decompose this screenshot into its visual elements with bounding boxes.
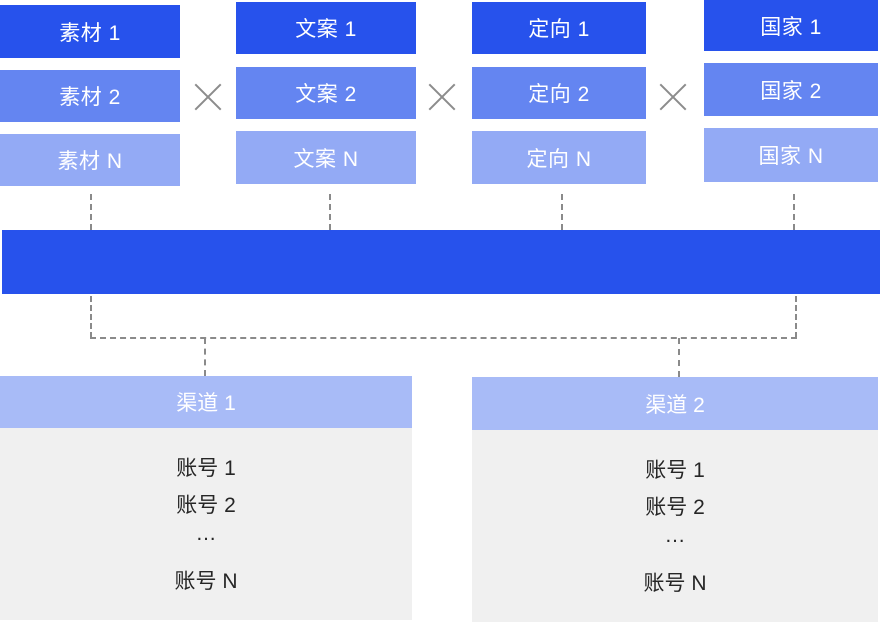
combination-bar bbox=[2, 230, 880, 294]
bracket-left bbox=[90, 296, 92, 338]
copy-n-box: 文案 N bbox=[236, 131, 416, 184]
channel-2-ellipsis: … bbox=[664, 524, 686, 547]
bracket-horizontal bbox=[90, 337, 797, 339]
channel-1-account-n: 账号 N bbox=[174, 570, 238, 593]
material-n-label: 素材 N bbox=[57, 150, 123, 173]
material-1-label: 素材 1 bbox=[59, 21, 121, 45]
connector-channel-1 bbox=[204, 338, 206, 376]
channel-1-header: 渠道 1 bbox=[0, 376, 412, 428]
channel-2-accounts: 账号 1 账号 2 … 账号 N bbox=[472, 430, 878, 622]
targeting-n-box: 定向 N bbox=[472, 131, 646, 184]
connector-channel-2 bbox=[678, 338, 680, 377]
targeting-n-label: 定向 N bbox=[526, 147, 592, 171]
channel-2-account-2: 账号 2 bbox=[645, 496, 705, 519]
copy-1-label: 文案 1 bbox=[295, 18, 357, 41]
multiply-icon-3 bbox=[658, 82, 688, 112]
channel-1-title: 渠道 1 bbox=[176, 392, 236, 415]
material-2-box: 素材 2 bbox=[0, 70, 180, 122]
country-n-label: 国家 N bbox=[758, 145, 824, 168]
multiply-icon-1 bbox=[193, 82, 223, 112]
channel-2-account-n: 账号 N bbox=[643, 572, 707, 595]
targeting-1-box: 定向 1 bbox=[472, 2, 646, 54]
country-2-box: 国家 2 bbox=[704, 63, 878, 116]
multiply-icon-2 bbox=[427, 82, 457, 112]
channel-1-accounts: 账号 1 账号 2 … 账号 N bbox=[0, 428, 412, 620]
channel-1-ellipsis: … bbox=[195, 522, 217, 545]
material-2-label: 素材 2 bbox=[59, 86, 121, 109]
copy-n-label: 文案 N bbox=[293, 147, 359, 171]
targeting-1-label: 定向 1 bbox=[528, 18, 590, 41]
copy-1-box: 文案 1 bbox=[236, 2, 416, 54]
targeting-2-box: 定向 2 bbox=[472, 67, 646, 119]
copy-2-box: 文案 2 bbox=[236, 67, 416, 119]
channel-1-account-1: 账号 1 bbox=[176, 457, 236, 480]
channel-2-header: 渠道 2 bbox=[472, 377, 878, 430]
country-1-box: 国家 1 bbox=[704, 0, 878, 51]
material-1-box: 素材 1 bbox=[0, 5, 180, 58]
country-2-label: 国家 2 bbox=[760, 79, 822, 103]
copy-2-label: 文案 2 bbox=[295, 83, 357, 106]
country-n-box: 国家 N bbox=[704, 128, 878, 182]
bracket-right bbox=[795, 296, 797, 338]
connector-targeting bbox=[561, 194, 563, 230]
targeting-2-label: 定向 2 bbox=[528, 83, 590, 106]
material-n-box: 素材 N bbox=[0, 134, 180, 186]
country-1-label: 国家 1 bbox=[760, 15, 822, 39]
channel-2-account-1: 账号 1 bbox=[645, 459, 705, 482]
channel-2-title: 渠道 2 bbox=[645, 393, 705, 417]
connector-material bbox=[90, 194, 92, 230]
channel-1-account-2: 账号 2 bbox=[176, 494, 236, 517]
connector-copy bbox=[329, 194, 331, 230]
connector-country bbox=[793, 194, 795, 230]
